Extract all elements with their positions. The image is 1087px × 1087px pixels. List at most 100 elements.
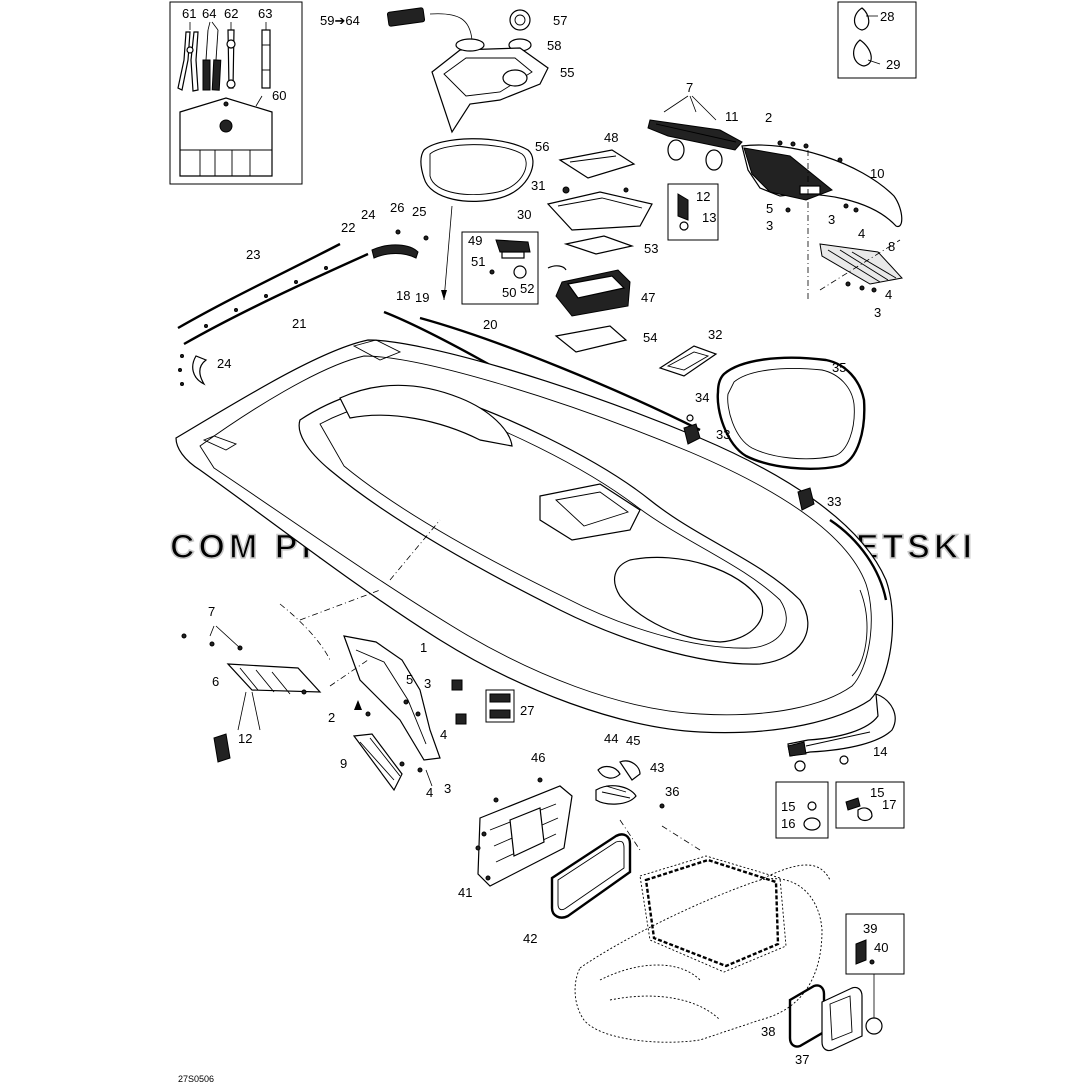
cover-seal-part	[658, 345, 866, 511]
callout-13: 13	[702, 210, 716, 225]
screwdriver-64-part	[202, 29, 222, 91]
callout-51: 51	[471, 254, 485, 269]
callout-63: 63	[258, 6, 272, 21]
side-molding-part	[177, 229, 701, 432]
callout-24b: 24	[217, 356, 231, 371]
callout-18: 18	[396, 288, 410, 303]
callout-23: 23	[246, 247, 260, 262]
callout-11: 11	[725, 109, 739, 124]
callout-38: 38	[761, 1024, 775, 1039]
callout-37: 37	[795, 1052, 809, 1067]
callout-4b: 4	[885, 287, 892, 302]
callout-57: 57	[553, 13, 567, 28]
callout-53: 53	[644, 241, 658, 256]
callout-30: 30	[517, 207, 531, 222]
callout-31: 31	[531, 178, 545, 193]
callout-5b: 5	[406, 672, 413, 687]
callout-42: 42	[523, 931, 537, 946]
callout-58: 58	[547, 38, 561, 53]
callout-4d: 4	[426, 785, 433, 800]
callout-19: 19	[415, 290, 429, 305]
rear-cowl-10-part	[741, 140, 903, 300]
callout-56: 56	[535, 139, 549, 154]
callout-32: 32	[708, 327, 722, 342]
callout-17: 17	[882, 797, 896, 812]
callout-44: 44	[604, 731, 618, 746]
callout-35: 35	[832, 360, 846, 375]
callout-16: 16	[781, 816, 795, 831]
callout-60: 60	[272, 88, 286, 103]
front-vent-part	[181, 589, 441, 792]
callout-4c: 4	[440, 727, 447, 742]
callout-26: 26	[390, 200, 404, 215]
tool-kit-inset	[169, 1, 303, 185]
callout-40: 40	[874, 940, 888, 955]
callout-21: 21	[292, 316, 306, 331]
callout-1: 1	[420, 640, 427, 655]
glove-box-door-part	[546, 149, 653, 353]
callout-3b: 3	[828, 212, 835, 227]
callout-28: 28	[880, 9, 894, 24]
callout-29: 29	[886, 57, 900, 72]
wrench-62-part	[226, 29, 236, 89]
callout-55: 55	[560, 65, 574, 80]
callout-46: 46	[531, 750, 545, 765]
grille-11-part	[647, 95, 743, 241]
inspection-cover-part	[788, 913, 905, 1052]
gasket-42-part	[550, 833, 632, 919]
callout-43: 43	[650, 760, 664, 775]
hull-bottom-part	[574, 819, 831, 1043]
callout-64a: 64	[202, 6, 216, 21]
callout-24a: 24	[361, 207, 375, 222]
lanyard-inset	[837, 1, 917, 79]
latch-inset	[461, 231, 567, 305]
callout-6: 6	[212, 674, 219, 689]
callout-47: 47	[641, 290, 655, 305]
callout-7b: 7	[208, 604, 215, 619]
callout-61: 61	[182, 6, 196, 21]
callout-8: 8	[888, 239, 895, 254]
callout-41: 41	[458, 885, 472, 900]
callout-15a: 15	[781, 799, 795, 814]
callout-62: 62	[224, 6, 238, 21]
callout-22: 22	[341, 220, 355, 235]
callout-3c: 3	[874, 305, 881, 320]
callout-59-64: 59➔64	[320, 13, 360, 28]
storage-bin-55-part	[386, 7, 549, 301]
callout-5a: 5	[766, 201, 773, 216]
fastener-inset	[451, 679, 515, 725]
callout-52: 52	[520, 281, 534, 296]
callout-3a: 3	[766, 218, 773, 233]
callout-14: 14	[873, 744, 887, 759]
callout-20: 20	[483, 317, 497, 332]
callout-45: 45	[626, 733, 640, 748]
callout-2b: 2	[328, 710, 335, 725]
callout-4a: 4	[858, 226, 865, 241]
callout-54: 54	[643, 330, 657, 345]
rear-bumper-14-part	[787, 693, 896, 772]
callout-36: 36	[665, 784, 679, 799]
callout-25: 25	[412, 204, 426, 219]
tool-pouch-60-part	[179, 97, 273, 177]
callout-7a: 7	[686, 80, 693, 95]
callout-27: 27	[520, 703, 534, 718]
callout-33a: 33	[716, 427, 730, 442]
callout-48: 48	[604, 130, 618, 145]
callout-50: 50	[502, 285, 516, 300]
callout-10: 10	[870, 166, 884, 181]
callout-2a: 2	[765, 110, 772, 125]
callout-12a: 12	[696, 189, 710, 204]
vent-duct-41-part	[475, 760, 665, 887]
plug-wrench-63-part	[261, 29, 271, 89]
pliers-61-part	[177, 31, 199, 92]
callout-12b: 12	[238, 731, 252, 746]
callout-33b: 33	[827, 494, 841, 509]
callout-9: 9	[340, 756, 347, 771]
callout-39: 39	[863, 921, 877, 936]
callout-49: 49	[468, 233, 482, 248]
deck-main-part	[175, 339, 894, 734]
callout-3e: 3	[444, 781, 451, 796]
figure-code: 27S0506	[178, 1074, 214, 1084]
callout-labels: 61 64 62 63 60 59➔64 57 58 55 56 28 29 7…	[182, 6, 900, 1067]
